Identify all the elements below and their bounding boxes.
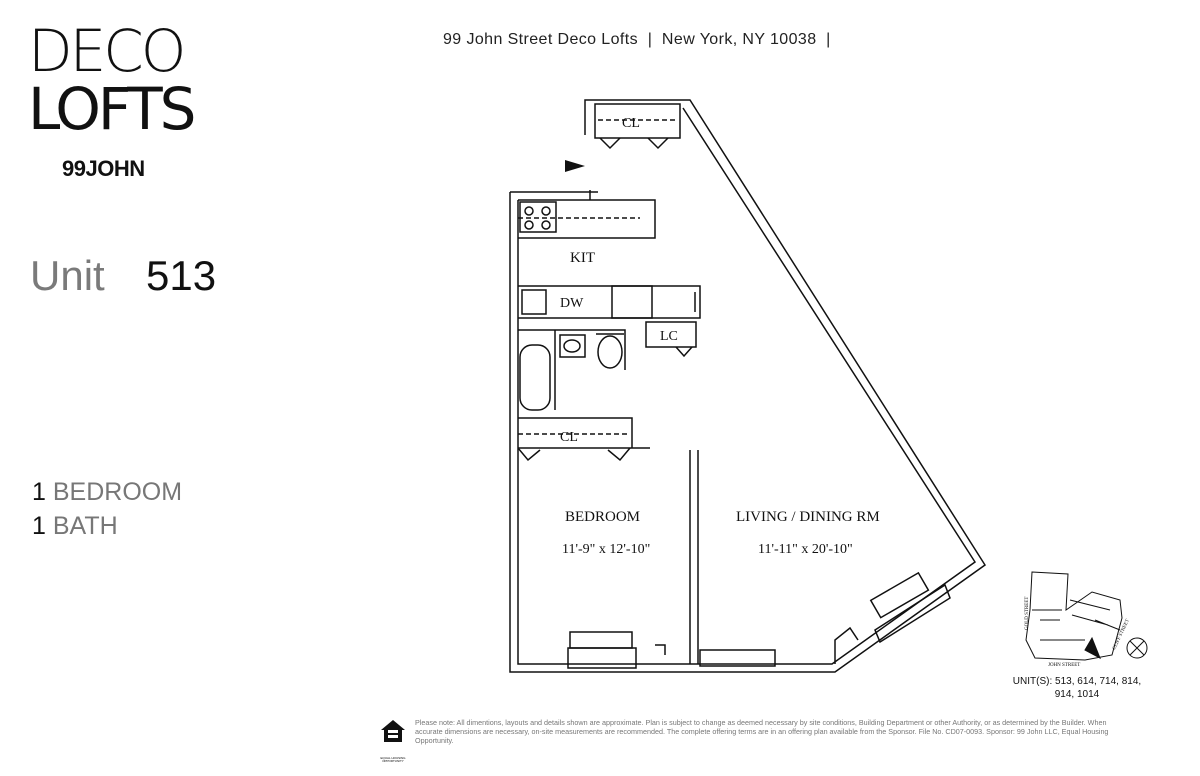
- logo-lofts: LOFTS: [28, 75, 196, 143]
- room-closet-bedroom: CL: [560, 430, 578, 445]
- count: 1: [32, 478, 46, 506]
- street-gold: GOLD STREET: [1025, 597, 1030, 630]
- label: BEDROOM: [52, 478, 183, 506]
- address-header: 99 John Street Deco Lofts | New York, NY…: [443, 31, 831, 48]
- dishwasher-label: DW: [560, 296, 584, 311]
- room-living: LIVING / DINING RM: [736, 509, 880, 525]
- living-dimensions: 11'-11" x 20'-10": [758, 542, 853, 557]
- eho-text: EQUAL HOUSING OPPORTUNITY: [380, 756, 406, 763]
- unit-label: Unit: [30, 252, 105, 299]
- bedroom-dimensions: 11'-9" x 12'-10": [562, 542, 650, 557]
- linen-closet-label: LC: [660, 329, 678, 344]
- key-plan-units: UNIT(S): 513, 614, 714, 814, 914, 1014: [1012, 676, 1142, 700]
- logo-99john: 99JOHN: [62, 156, 145, 181]
- disclaimer-note: Please note: All dimentions, layouts and…: [415, 718, 1109, 745]
- entry-arrow-icon: [565, 160, 585, 172]
- unit-number: 513: [146, 252, 217, 299]
- bedroom-count: 1 BEDROOM: [32, 478, 182, 507]
- logo-deco: DECO: [28, 17, 186, 85]
- label: BATH: [52, 512, 118, 540]
- count: 1: [32, 512, 46, 540]
- room-closet-top: CL: [622, 116, 640, 131]
- street-john: JOHN STREET: [1048, 663, 1080, 668]
- equal-housing-icon: EQUAL HOUSING OPPORTUNITY: [378, 716, 408, 763]
- bath-count: 1 BATH: [32, 512, 118, 541]
- street-cliff: CLIFF STREET: [1112, 619, 1131, 651]
- room-bedroom: BEDROOM: [565, 509, 640, 525]
- room-kitchen: KIT: [570, 250, 595, 266]
- key-plan: [1025, 571, 1148, 661]
